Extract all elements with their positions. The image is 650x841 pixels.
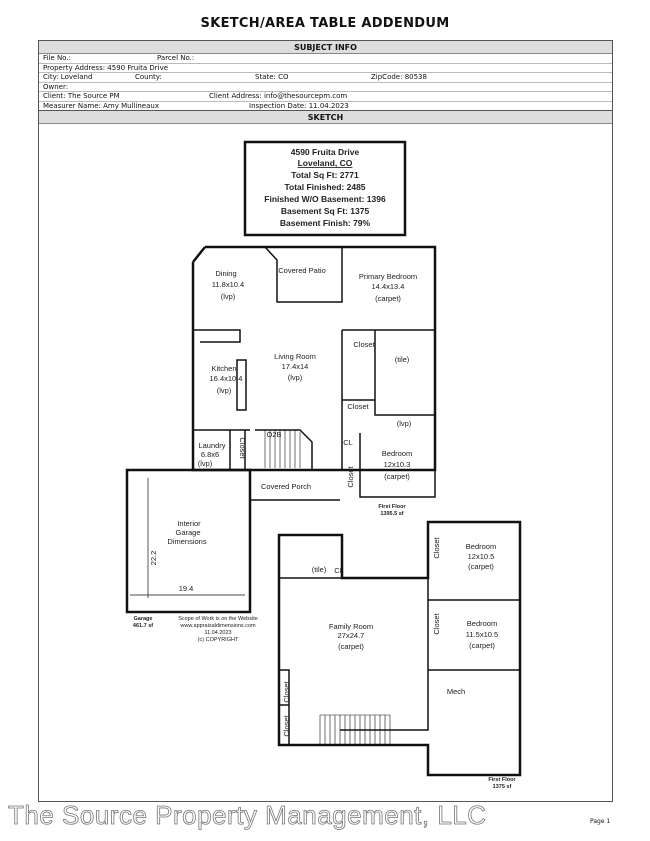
room-closet: Closet <box>432 612 441 634</box>
room-closet: Closet <box>346 465 355 487</box>
room-closet: Closet <box>432 536 441 558</box>
room-cl: CL <box>334 566 344 575</box>
room-living: Living Room <box>274 352 316 361</box>
file-no: File No.: <box>43 54 71 62</box>
room-closet: Closet <box>347 402 369 411</box>
summary-total-sqft: Total Sq Ft: 2771 <box>291 170 359 180</box>
room-mech: Mech <box>447 687 465 696</box>
room-closet: Closet <box>282 714 291 736</box>
zip-code: ZipCode: 80538 <box>371 73 427 81</box>
main-floor-walls <box>193 246 436 498</box>
garage-dimension-lines <box>130 478 245 598</box>
stairs-upper <box>264 430 301 468</box>
client: Client: The Source PM <box>43 92 120 100</box>
subject-info-header: SUBJECT INFO <box>39 41 612 54</box>
document-title: SKETCH/AREA TABLE ADDENDUM <box>200 16 450 31</box>
room-laundry-size: 6.8x6 <box>201 450 219 459</box>
basement-walls <box>279 577 520 745</box>
watermark: The Source Property Management, LLC <box>8 800 487 831</box>
room-bedroom: Bedroom <box>382 449 412 458</box>
summary-finished-wo-basement: Finished W/O Basement: 1396 <box>264 194 386 204</box>
room-family: Family Room <box>329 622 373 631</box>
stairs-lower <box>319 714 391 745</box>
copyright: (c) COPYRIGHT <box>198 637 239 643</box>
room-laundry: Laundry <box>198 441 225 450</box>
scope-note: Scope of Work is on the Website <box>178 616 258 622</box>
summary-basement-finish: Basement Finish: 79% <box>280 218 371 228</box>
summary-city: Loveland, CO <box>298 158 353 168</box>
room-kitchen-floor: (lvp) <box>217 386 232 395</box>
room-bedroom-floor: (carpet) <box>384 472 410 481</box>
room-bedroom-size: 11.5x10.5 <box>466 630 498 639</box>
parcel-no: Parcel No.: <box>157 54 195 62</box>
garage-outline <box>125 468 252 614</box>
room-bath-tile: (tile) <box>312 565 327 574</box>
area-label: First Floor <box>488 777 516 783</box>
scope-url: www.appraisaldimensions.com <box>179 623 256 629</box>
garage-width: 19.4 <box>179 584 194 593</box>
room-bedroom-size: 12x10.3 <box>384 460 411 469</box>
room-closet: Closet <box>353 340 375 349</box>
room-dining-size: 11.8x10.4 <box>212 280 244 289</box>
inspection-date: Inspection Date: 11.04.2023 <box>249 101 349 110</box>
room-primary-floor: (carpet) <box>375 294 401 303</box>
summary-basement-sqft: Basement Sq Ft: 1375 <box>281 206 370 216</box>
basement-outline <box>277 520 522 777</box>
room-closet: Closet <box>238 437 247 459</box>
summary-total-finished: Total Finished: 2485 <box>284 182 365 192</box>
measurer-name: Measurer Name: Amy Mullineaux <box>43 101 159 110</box>
room-closet: Closet <box>282 680 291 702</box>
property-address: Property Address: 4590 Fruita Drive <box>43 63 169 72</box>
room-bath-lvp: (lvp) <box>397 419 412 428</box>
summary-address: 4590 Fruita Drive <box>291 147 360 157</box>
city: City: Loveland <box>43 73 93 81</box>
room-garage: Interior <box>177 519 201 528</box>
garage-area-label: Garage <box>134 616 153 622</box>
client-address: Client Address: info@thesourcepm.com <box>209 92 348 100</box>
room-family-floor: (carpet) <box>338 642 364 651</box>
garage-area-value: 461.7 sf <box>133 623 153 629</box>
room-laundry-floor: (lvp) <box>198 459 213 468</box>
room-living-floor: (lvp) <box>288 373 303 382</box>
room-covered-porch: Covered Porch <box>261 482 311 491</box>
owner: Owner: <box>43 82 69 91</box>
room-living-size: 17.4x14 <box>282 362 309 371</box>
room-bath-tile: (tile) <box>395 355 410 364</box>
state: State: CO <box>255 73 289 81</box>
room-dining-floor: (lvp) <box>221 292 236 301</box>
sketch-header: SKETCH <box>39 111 612 124</box>
room-cl: CL <box>343 438 353 447</box>
room-garage-line3: Dimensions <box>167 537 206 546</box>
scope-date: 11.04.2023 <box>204 630 231 636</box>
room-bedroom: Bedroom <box>466 542 496 551</box>
room-family-size: 27x24.7 <box>338 631 365 640</box>
summary-box <box>243 140 407 237</box>
area-value: 1395.5 sf <box>380 511 403 517</box>
area-label: First Floor <box>378 504 406 510</box>
area-value: 1375 sf <box>493 784 512 790</box>
room-primary-bedroom: Primary Bedroom <box>359 272 417 281</box>
room-bedroom-floor: (carpet) <box>469 641 495 650</box>
room-garage-line2: Garage <box>175 528 200 537</box>
room-bedroom: Bedroom <box>467 619 497 628</box>
room-bedroom-floor: (carpet) <box>468 562 494 571</box>
room-dining: Dining <box>215 269 236 278</box>
room-bedroom-size: 12x10.5 <box>468 552 495 561</box>
room-kitchen-size: 16.4x10.4 <box>210 374 243 383</box>
room-covered-patio: Covered Patio <box>278 266 326 275</box>
room-o2b: O2B <box>266 430 281 439</box>
garage-height: 22.2 <box>149 551 158 566</box>
page-number: Page 1 <box>590 818 611 825</box>
room-primary-size: 14.4x13.4 <box>372 282 405 291</box>
room-kitchen: Kitchen <box>211 364 236 373</box>
county: County: <box>135 73 162 81</box>
addendum-form: SUBJECT INFO File No.: Parcel No.: Proper… <box>38 40 613 802</box>
